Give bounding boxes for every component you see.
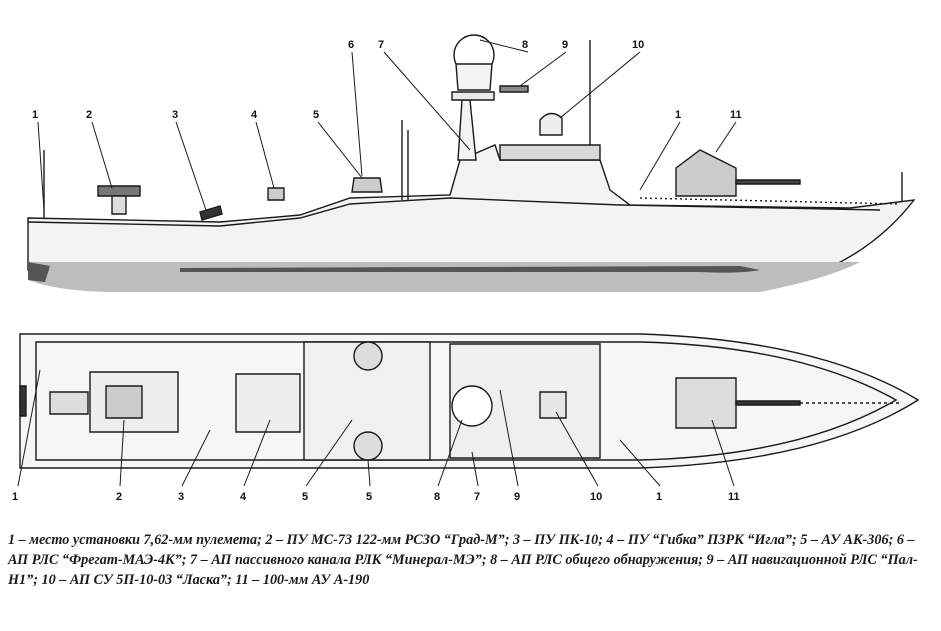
legend-item: 10 – АП СУ 5П-10-03 “Ласка”; [41,571,232,588]
callout-side: 1 [32,109,38,121]
ship-drawing: 1 2 3 4 5 6 7 8 9 10 1 11 [12,34,920,503]
ak306-top-port [353,341,383,371]
grad-launcher-base [111,195,127,215]
callout-side: 5 [313,109,319,121]
radar-dome-top [451,385,493,427]
figure-caption: 1 – место установки 7,62-мм пулемета; 2 … [8,531,928,590]
legend-item: 9 – АП навигационной РЛС “Пал-Н1”; [8,551,918,588]
mast [457,99,477,161]
radar-dome-base [455,63,493,91]
callout-top: 5 [302,491,308,503]
legend-item: 4 – ПУ “Гибка” ПЗРК “Игла”; [606,532,797,548]
callout-side: 3 [172,109,178,121]
stern-block [28,262,50,282]
legend-item: 8 – АП РЛС общего обнаружения; [490,551,703,568]
top-view [17,333,920,487]
callout-top: 10 [590,491,602,503]
director-top [539,391,567,419]
top-leader-lines [17,369,735,487]
fire-control-director [539,112,563,136]
callout-top: 1 [656,491,662,503]
callout-top: 8 [434,491,440,503]
main-deck-line [27,197,881,227]
mast-platform [451,91,495,101]
callout-top: 11 [728,491,740,503]
callout-side: 10 [632,39,644,51]
top-view-labels: 1 2 3 4 5 5 8 7 9 10 1 11 [12,491,740,503]
gibka-mount-top [235,373,301,433]
callout-top: 3 [178,491,184,503]
callout-side: 7 [378,39,384,51]
legend-item: 6 – АП РЛС “Фрегат-МАЭ-4К”; [8,532,915,568]
callout-top: 1 [12,491,18,503]
legend-item: 1 – место установки 7,62-мм пулемета; [8,532,262,548]
callout-side: 9 [562,39,568,51]
callout-top: 4 [240,491,247,503]
hull-stripe [180,266,760,273]
legend-item: 2 – ПУ МС-73 122-мм РСЗО “Град-М”; [265,532,510,548]
a190-turret [675,149,737,197]
callout-side: 2 [86,109,92,121]
a190-turret-top [675,377,737,429]
callout-side: 8 [522,39,528,51]
a190-barrel-top [735,400,801,406]
callout-top: 2 [116,491,122,503]
ak306-top-stbd [353,431,383,461]
stern-transom [19,385,27,417]
railing [639,197,901,205]
gibka-mount [267,187,285,201]
superstructure-top [303,341,431,461]
callout-top: 7 [474,491,480,503]
callout-top: 5 [366,491,372,503]
grad-launcher-top-inner [105,385,143,419]
legend-item: 3 – ПУ ПК-10; [512,532,603,548]
legend-item: 11 – 100-мм АУ А-190 [235,571,370,588]
leader-lines [37,39,737,211]
legend-item: 7 – АП пассивного канала РЛК “Минерал-МЭ… [190,551,487,568]
callout-side: 4 [251,109,258,121]
callout-side: 1 [675,109,681,121]
pk10-launcher [199,205,223,221]
ak306-mount [351,177,383,193]
legend-item: 5 – АУ АК-306; [800,532,894,548]
callout-side: 11 [730,109,742,121]
side-view-labels: 1 2 3 4 5 6 7 8 9 10 1 11 [32,39,742,121]
callout-top: 9 [514,491,520,503]
liferaft [49,391,89,415]
bridge-block [499,144,601,161]
a190-barrel [735,179,801,185]
callout-side: 6 [348,39,354,51]
nav-radar-antenna [499,85,529,93]
bridge-top [449,343,601,459]
side-view [27,34,916,292]
inner-deck-line [35,341,898,461]
grad-launcher [97,185,141,197]
